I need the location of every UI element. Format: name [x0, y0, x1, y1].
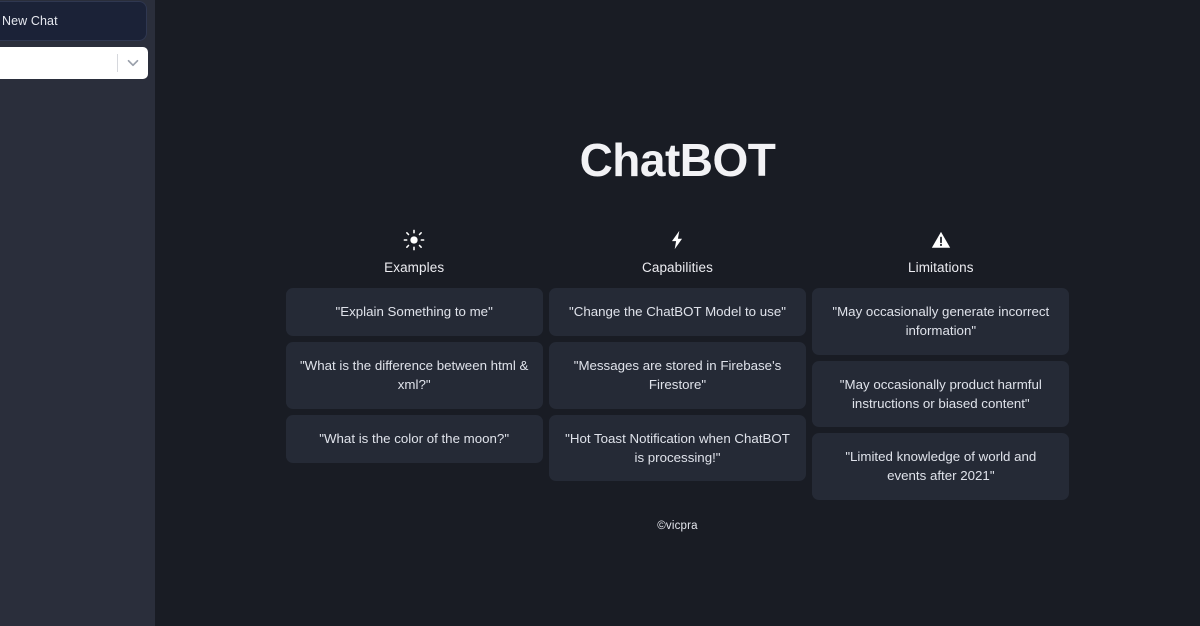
new-chat-label: New Chat	[2, 14, 58, 28]
column-label-capabilities: Capabilities	[641, 260, 713, 275]
model-select[interactable]	[0, 47, 148, 79]
column-capabilities: Capabilities "Change the ChatBOT Model t…	[548, 228, 807, 482]
column-header-examples: Examples	[384, 228, 444, 275]
capability-card[interactable]: "Change the ChatBOT Model to use"	[548, 288, 807, 336]
sidebar: New Chat	[0, 0, 155, 626]
main-content: ChatBOT	[155, 0, 1200, 626]
column-label-limitations: Limitations	[908, 260, 974, 275]
new-chat-button[interactable]: New Chat	[0, 1, 147, 41]
example-card[interactable]: "Explain Something to me"	[285, 288, 543, 336]
column-header-limitations: Limitations	[908, 228, 974, 275]
column-header-capabilities: Capabilities	[642, 228, 713, 275]
chevron-down-icon[interactable]	[118, 47, 148, 79]
column-label-examples: Examples	[384, 260, 445, 275]
example-card[interactable]: "What is the difference between html & x…	[285, 342, 543, 409]
lightning-bolt-icon	[665, 228, 689, 252]
page-title: ChatBOT	[579, 134, 776, 186]
capability-card[interactable]: "Messages are stored in Firebase's Fires…	[548, 342, 807, 409]
column-limitations: Limitations "May occasionally generate i…	[812, 228, 1070, 500]
limitation-card[interactable]: "May occasionally product harmful instru…	[812, 360, 1070, 428]
column-examples: Examples "Explain Something to me" "What…	[285, 228, 543, 463]
sun-icon	[402, 228, 426, 252]
capability-card[interactable]: "Hot Toast Notification when ChatBOT is …	[548, 414, 807, 482]
warning-triangle-icon	[929, 228, 953, 252]
limitation-card[interactable]: "Limited knowledge of world and events a…	[812, 433, 1070, 500]
feature-columns: Examples "Explain Something to me" "What…	[285, 228, 1070, 500]
footer-credit: ©vicpra	[657, 519, 698, 532]
select-separator	[117, 54, 118, 72]
limitation-card[interactable]: "May occasionally generate incorrect inf…	[812, 288, 1070, 355]
example-card[interactable]: "What is the color of the moon?"	[285, 414, 543, 463]
